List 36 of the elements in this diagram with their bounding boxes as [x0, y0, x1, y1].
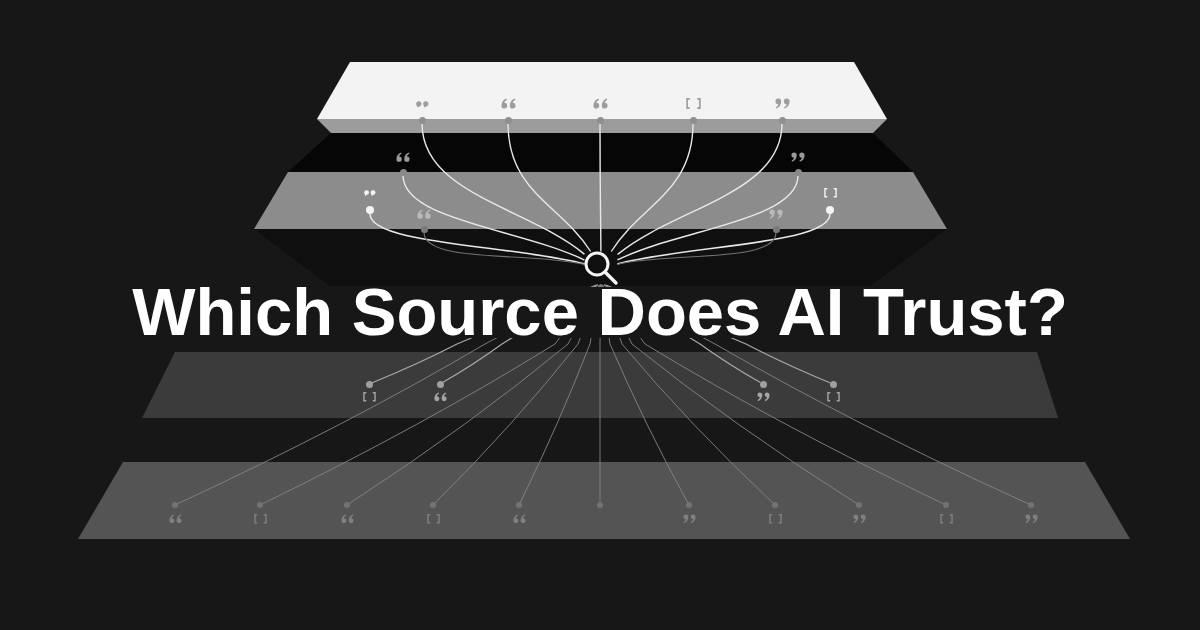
connector-line	[617, 231, 777, 265]
dot-icon	[366, 206, 374, 214]
dot-icon	[430, 502, 436, 508]
dot-icon	[516, 502, 522, 508]
dot-icon	[943, 502, 949, 508]
connector-line	[402, 174, 585, 261]
connector-line	[617, 213, 831, 265]
dot-icon	[689, 116, 697, 124]
connector-line	[617, 122, 783, 255]
dot-icon	[686, 502, 692, 508]
dot-icon	[420, 225, 428, 233]
dot-icon	[772, 225, 780, 233]
dot-icon	[418, 116, 426, 124]
dot-icon	[759, 380, 767, 388]
dot-icon	[257, 502, 263, 508]
dot-icon	[829, 380, 837, 388]
dot-icon	[596, 116, 604, 124]
dot-icon	[778, 116, 786, 124]
dot-icon	[1028, 502, 1034, 508]
connector-line	[423, 231, 585, 265]
dot-icon	[172, 502, 178, 508]
dot-icon	[826, 206, 834, 214]
dot-icon	[856, 502, 862, 508]
connector-line	[610, 122, 694, 252]
connector-line	[599, 122, 602, 252]
dot-icon	[504, 116, 512, 124]
connector-line	[369, 213, 585, 265]
dot-icon	[436, 380, 444, 388]
dot-icon	[772, 502, 778, 508]
dot-icon	[344, 502, 350, 508]
dot-icon	[597, 502, 603, 508]
connector-line	[507, 122, 591, 252]
dot-icon	[365, 380, 373, 388]
search-icon	[584, 251, 618, 285]
connector-line	[421, 122, 585, 255]
connector-line	[617, 174, 799, 261]
